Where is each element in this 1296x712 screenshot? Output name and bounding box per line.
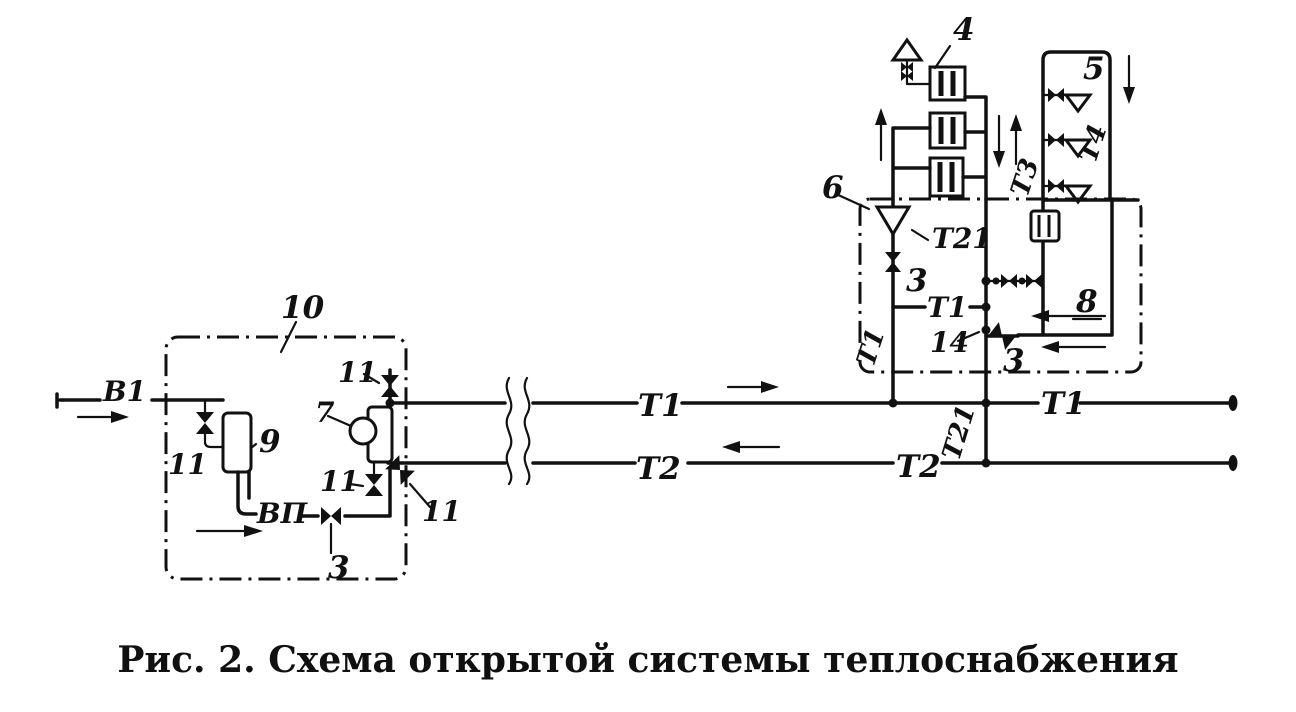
water-tap-1 <box>1041 88 1093 114</box>
radiators4-leader <box>933 44 952 70</box>
water-heater-9: 9 <box>221 411 281 516</box>
heating-return-riser <box>961 95 988 201</box>
water-tap-2 <box>1041 133 1093 159</box>
vp-valve-bowtie <box>321 507 341 525</box>
circulation-up-arrow <box>1010 114 1022 166</box>
t2-flow-arrow <box>722 441 781 453</box>
loop-device <box>1029 209 1061 243</box>
heater-down-pipe <box>236 470 258 516</box>
substation-boundary-box <box>164 335 408 581</box>
figure-caption: Рис. 2. Схема открытой системы теплоснаб… <box>117 639 1178 681</box>
valve3-loop-label: 3 <box>1003 343 1025 379</box>
radiator-3 <box>928 156 965 198</box>
box10-label: 10 <box>281 290 325 326</box>
t1-branch-line: Т1 <box>891 291 991 324</box>
building-systems: 4 5 Т3 Т4 <box>875 12 1135 209</box>
regulator7-label: 7 <box>315 396 335 429</box>
regulator8-label: 8 <box>1075 284 1098 320</box>
hot-water-outlet-vp: ВП 3 <box>195 468 392 586</box>
valve11-inlet-label: 11 <box>168 448 207 481</box>
heat-input-boundary-box <box>858 197 1143 374</box>
check-valve-chain <box>981 274 1045 288</box>
inlet-valve-11: 11 <box>168 398 225 481</box>
v1-flow-arrow <box>76 411 129 423</box>
valve3-riser-label: 3 <box>906 263 928 299</box>
v1-label: В1 <box>102 375 146 408</box>
box10-leader-line <box>279 320 298 354</box>
heater-body <box>221 411 253 474</box>
return-flow-arrow <box>1041 341 1107 353</box>
dhw5-label: 5 <box>1083 51 1105 87</box>
t1-riser-valve-11: 11 <box>338 356 399 409</box>
riser-down-arrow <box>993 114 1005 168</box>
air-vent <box>890 37 932 86</box>
t1-label-center: Т1 <box>638 388 683 424</box>
t1-label-right: Т1 <box>1041 386 1086 422</box>
radiator-1 <box>928 65 967 102</box>
drain-funnel-6: 6 <box>822 170 912 237</box>
t21-branch-label: Т21 <box>932 222 992 255</box>
funnel6-label: 6 <box>822 170 844 206</box>
valve-bowtie <box>196 412 214 434</box>
funnel-shape <box>874 205 912 237</box>
pipe-break-symbol <box>505 376 531 486</box>
vp-flow-arrow <box>195 525 263 537</box>
junction-dot <box>981 398 991 408</box>
t21-leader <box>910 228 930 242</box>
mixing-loop-8: 8 <box>1016 197 1140 353</box>
water-tap-3 <box>1041 179 1093 205</box>
t1-riser-rotated-label: Т1 <box>851 325 891 370</box>
dhw-riser-loop: 5 Т3 Т4 <box>1005 50 1135 205</box>
regulator-sensor <box>348 416 378 446</box>
valve11-mix-label: 11 <box>422 495 461 528</box>
junction-dot <box>385 398 395 408</box>
t2-label-right: Т2 <box>896 449 941 485</box>
valve11-riser-label: 11 <box>338 356 377 389</box>
riser-up-arrow <box>875 108 887 162</box>
junction-dot <box>888 398 898 408</box>
drain-valve-11: 11 <box>320 460 383 498</box>
right-heat-input-unit: 6 3 Т1 Т21 Т21 Т1 14 <box>822 170 1143 468</box>
elevator14-label: 14 <box>930 326 969 359</box>
t1-branch-label: Т1 <box>927 291 967 324</box>
heat-mains: Т1 Т2 Т1 Т2 <box>386 376 1238 487</box>
radiator-2 <box>928 111 967 150</box>
valve11-drain-label: 11 <box>320 465 359 498</box>
riser-gate-valve <box>885 252 901 272</box>
t1-flow-arrow <box>726 381 779 393</box>
radiators4-label: 4 <box>953 12 975 48</box>
t4-down-arrow <box>1123 54 1135 104</box>
t2-label-center: Т2 <box>636 451 681 487</box>
loop-flow-arrow <box>1031 310 1107 322</box>
t2-pipe-end-cap <box>1228 455 1238 471</box>
valve3-vp-label: 3 <box>328 550 350 586</box>
heating-supply-riser <box>891 126 932 209</box>
elevator-14-node: 14 3 <box>930 322 1025 379</box>
left-substation-unit: 10 В1 11 9 ВП <box>55 290 461 586</box>
junction-dot <box>981 458 991 468</box>
t1-pipe-end-cap <box>1228 395 1238 411</box>
t21-riser-rotated-label: Т21 <box>937 402 982 464</box>
mixing-valve-11: 11 <box>385 455 461 528</box>
cold-water-inlet: В1 <box>55 375 225 423</box>
t3-riser-label: Т3 <box>1005 155 1045 200</box>
air-vent-triangle <box>890 37 924 62</box>
vp-label: ВП <box>256 497 309 530</box>
heater9-label: 9 <box>259 424 281 460</box>
regulator-7: 7 <box>315 396 394 464</box>
